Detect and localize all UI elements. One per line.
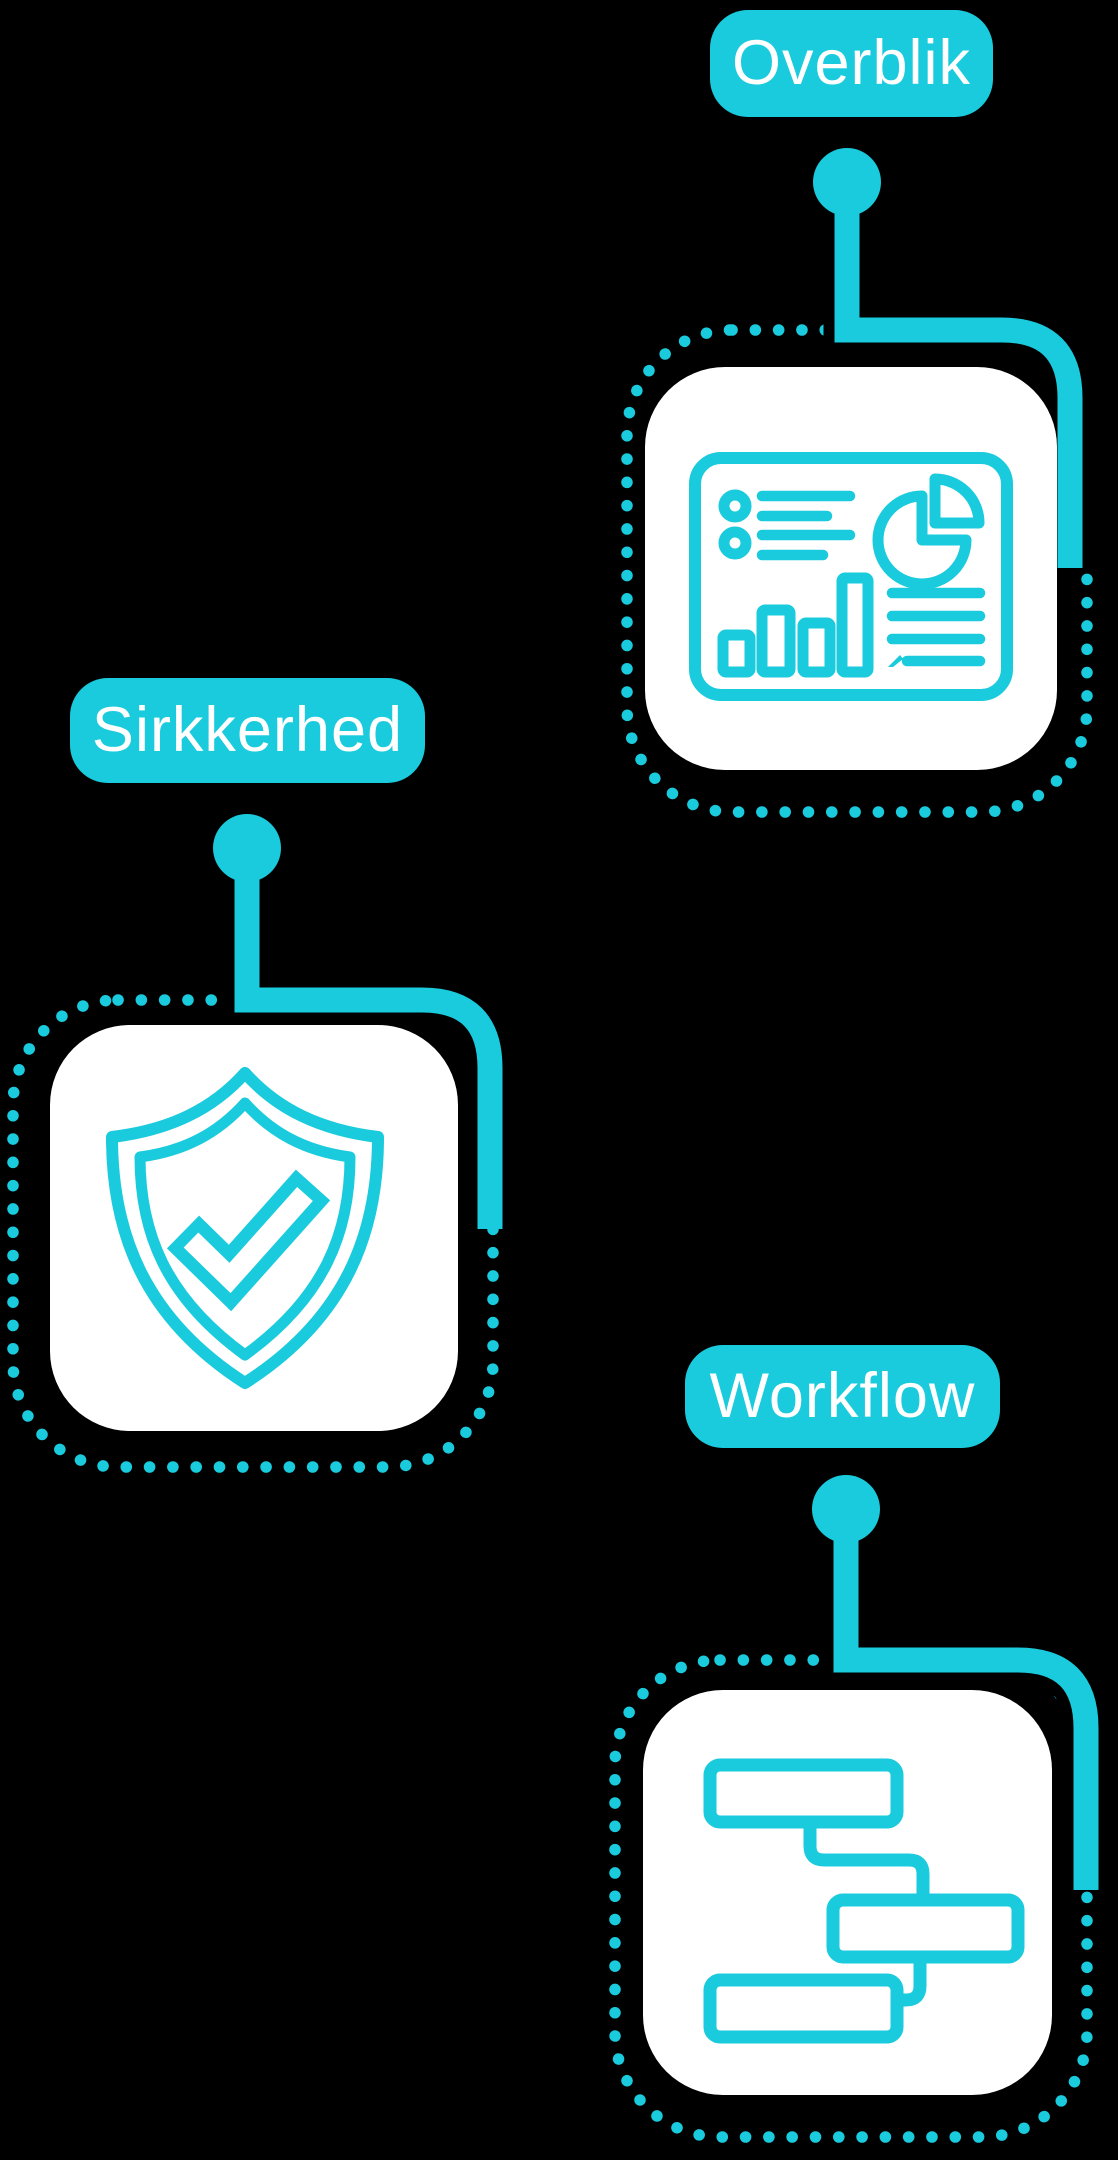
bar-4	[836, 572, 874, 678]
card-workflow	[643, 1690, 1052, 2095]
node-circle-workflow	[812, 1475, 880, 1543]
workflow-icon	[703, 1758, 1025, 2044]
workflow-box-2	[826, 1893, 1025, 1964]
pencil-icon	[888, 655, 903, 667]
dashboard-icon	[689, 452, 1013, 701]
dashboard-bullet-1	[718, 489, 752, 523]
dashboard-note-lines	[886, 587, 986, 667]
bar-2	[756, 604, 796, 678]
workflow-box-3	[703, 1973, 904, 2044]
label-pill-overblik: Overblik	[710, 10, 993, 117]
bar-1	[717, 629, 756, 678]
workflow-link-1	[803, 1822, 930, 1900]
pie-chart-main	[872, 490, 972, 590]
node-circle-sikkerhed	[213, 814, 281, 882]
workflow-box-1	[703, 1758, 904, 1829]
bar-3	[797, 617, 836, 678]
label-pill-workflow: Workflow	[685, 1345, 1000, 1448]
shield-check-icon	[106, 1067, 384, 1389]
dashboard-text-lines	[756, 490, 856, 561]
label-pill-sikkerhed: Sirkkerhed	[70, 678, 425, 783]
dashboard-bullet-2	[718, 526, 752, 560]
card-overblik	[645, 367, 1057, 770]
card-sikkerhed	[50, 1025, 458, 1431]
pie-chart-slice	[929, 473, 985, 529]
node-circle-overblik	[813, 148, 881, 216]
